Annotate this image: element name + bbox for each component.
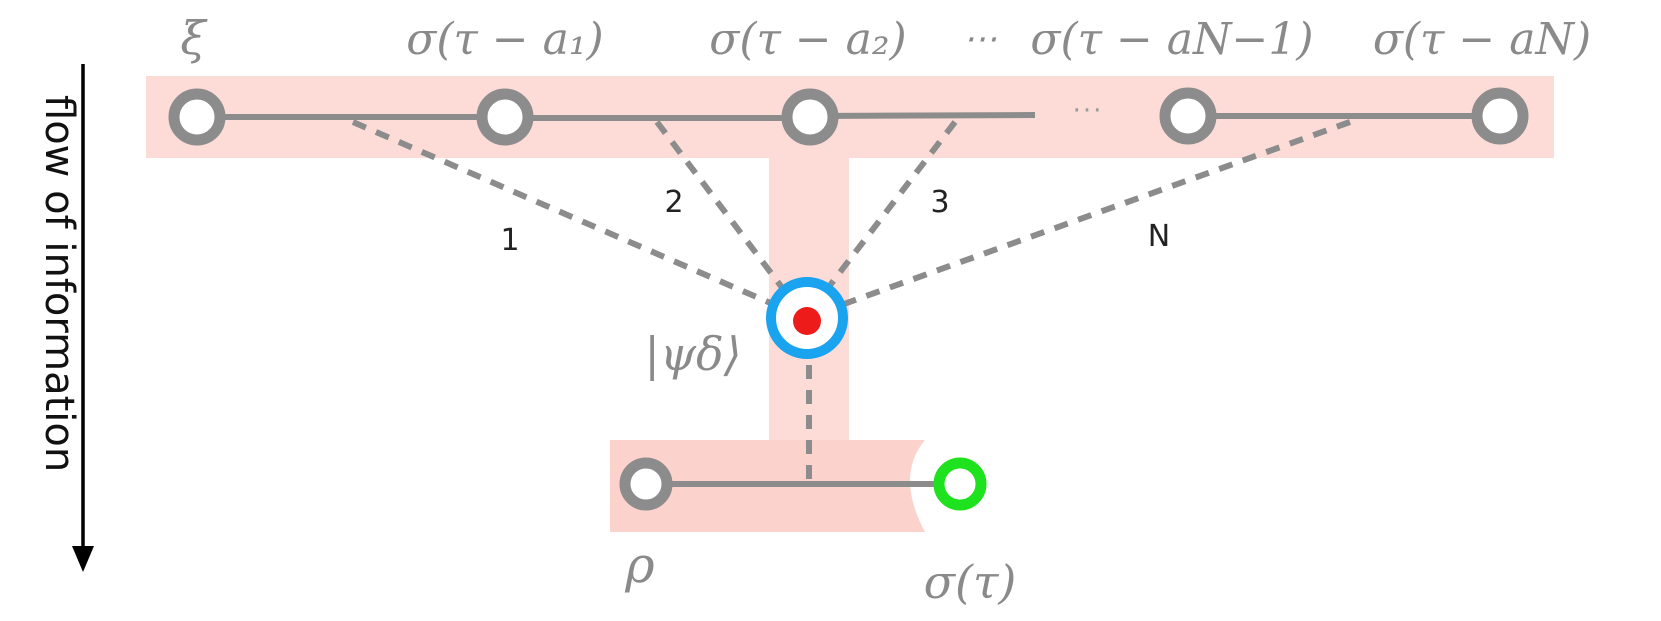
row-ellipsis: ···	[1073, 96, 1104, 126]
node-a1	[476, 88, 534, 146]
label-a1: σ(τ − a₁)	[406, 14, 603, 65]
label-top-ellipsis: ⋯	[963, 19, 997, 59]
dashed-link-1	[351, 119, 807, 321]
node-aNm1	[1159, 87, 1217, 145]
dashed-links	[351, 119, 1352, 482]
node-rho	[619, 457, 673, 511]
flow-arrow-head	[72, 546, 94, 572]
link-number-N: N	[1148, 219, 1170, 254]
label-rho: ρ	[624, 536, 655, 594]
label-psi: |ψδ⟩	[644, 327, 741, 381]
edge-a2-cut	[809, 112, 1036, 119]
dashed-link-N	[803, 119, 1352, 321]
link-number-2: 2	[664, 185, 683, 220]
link-number-3: 3	[930, 185, 949, 220]
psi-core	[793, 307, 821, 335]
label-aNm1: σ(τ − aN−1)	[1030, 14, 1313, 65]
link-number-1: 1	[500, 223, 519, 258]
node-xi	[168, 88, 226, 146]
node-output	[933, 457, 987, 511]
label-a2: σ(τ − a₂)	[709, 14, 906, 65]
label-xi: ξ	[180, 11, 208, 65]
label-output: σ(τ)	[924, 555, 1017, 609]
node-a2	[781, 88, 839, 146]
node-aN	[1471, 87, 1529, 145]
label-aN: σ(τ − aN)	[1373, 14, 1591, 65]
dashed-link-2	[654, 120, 808, 320]
flow-label: flow of information	[36, 95, 82, 472]
